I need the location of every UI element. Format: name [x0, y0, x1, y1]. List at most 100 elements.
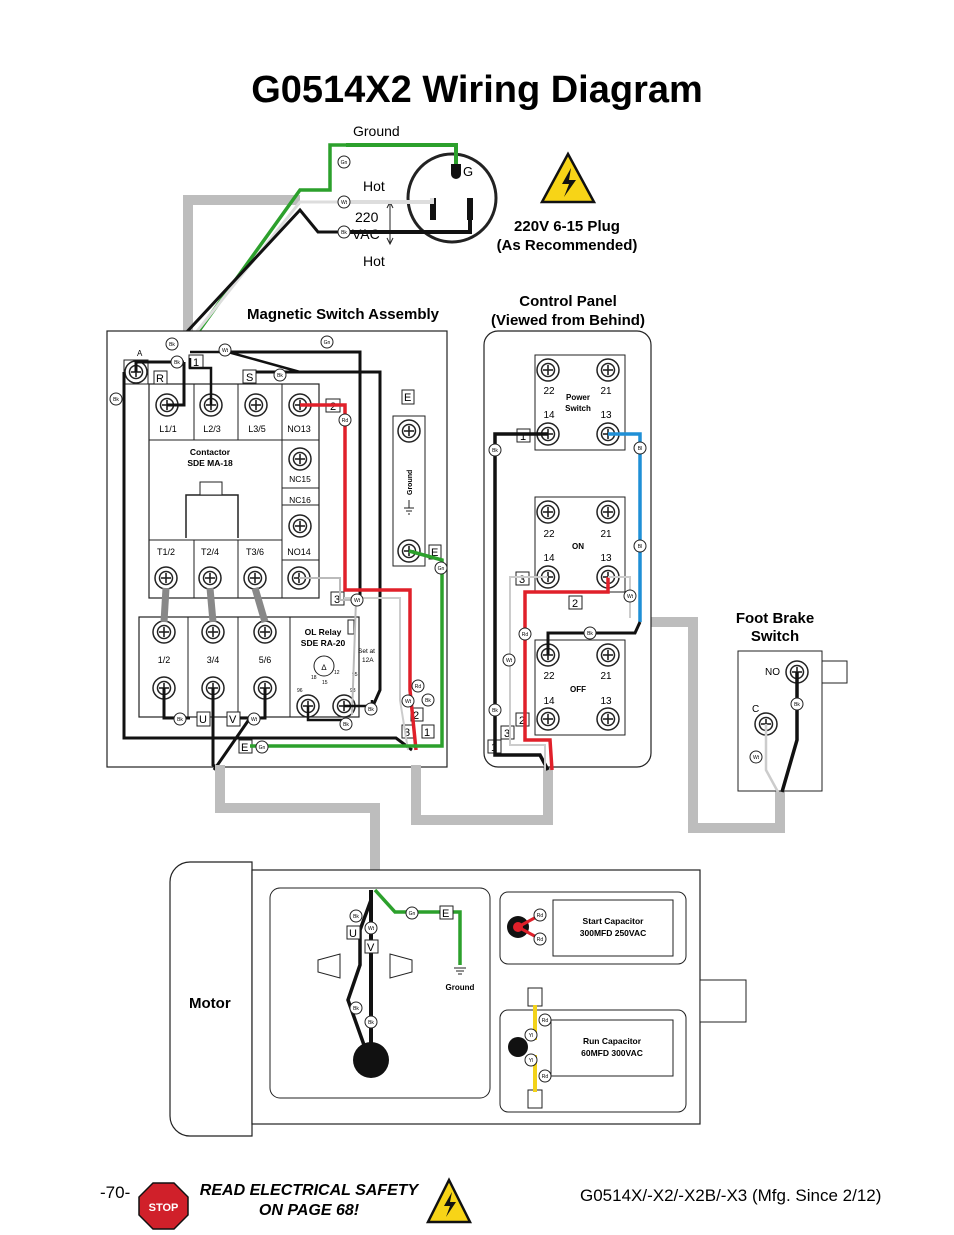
- start-cap-label-box: [552, 899, 674, 957]
- wire-black-loop: [256, 370, 382, 709]
- foot-brake-no: NO: [765, 667, 780, 678]
- wire-tags: Gn Wt Bk Bk Wt Gn Bk Bk Bk Rd Gn Wt Rd W…: [109, 155, 804, 1083]
- stop-icon: STOP: [138, 1182, 189, 1230]
- motor-junction-box: [269, 887, 491, 1099]
- mag-term-3: 3: [334, 594, 340, 606]
- mag-term-u: U: [199, 714, 207, 726]
- page-number: -70-: [100, 1183, 130, 1202]
- plug-section: G Ground Hot 220 VAC Hot 220V 6-15 Plug …: [346, 123, 637, 269]
- safety-notice-line2: ON PAGE 68!: [259, 1202, 360, 1219]
- tag-bk-plug: Bk: [337, 225, 351, 239]
- foot-switch-cable: [640, 617, 785, 833]
- tag-rd-run2: Rd: [538, 1069, 552, 1083]
- plug-hot-bottom-label: Hot: [363, 253, 385, 269]
- cp-wire-white: [509, 576, 631, 770]
- tag-bk-r: Bk: [170, 355, 184, 369]
- mag-bottom-3: 3: [404, 727, 410, 739]
- relay-name-line1: OL Relay: [305, 627, 342, 637]
- cp-wire-red: [523, 577, 610, 771]
- off-13: 13: [600, 696, 612, 707]
- svg-text:Bk: Bk: [794, 702, 800, 708]
- plug-hot-wire-white: [346, 198, 434, 204]
- svg-text:Wt: Wt: [506, 658, 513, 664]
- tag-bk-a: Bk: [165, 337, 179, 351]
- plug-caption-line2: (As Recommended): [497, 237, 638, 254]
- cp-tag-2-low: 2: [519, 715, 525, 727]
- mag-term-2: 2: [330, 401, 336, 413]
- footer-warning-icon: [425, 1177, 473, 1224]
- cp-tag-2-mid: 2: [572, 598, 578, 610]
- run-cap-terminal: [508, 1037, 528, 1057]
- plug-ground-wire: [346, 143, 458, 164]
- foot-brake-wire-black: [780, 672, 799, 793]
- relay-term-95: 95: [352, 672, 358, 678]
- svg-text:Yl: Yl: [529, 1058, 533, 1064]
- wire-nut-right: [389, 953, 413, 979]
- svg-text:Bl: Bl: [638, 446, 642, 452]
- svg-text:Wt: Wt: [405, 699, 412, 705]
- plug-ground-pin: [451, 164, 461, 179]
- ps-13: 13: [600, 410, 612, 421]
- nc15-label: NC15: [289, 474, 311, 484]
- cp-tag-1: 1: [520, 431, 526, 443]
- svg-text:Bl: Bl: [638, 544, 642, 550]
- svg-text:Wt: Wt: [222, 348, 229, 354]
- svg-text:Gn: Gn: [409, 911, 416, 917]
- tag-gn-e: Gn: [255, 740, 269, 754]
- plug-caption-line1: 220V 6-15 Plug: [514, 218, 620, 235]
- svg-text:Bk: Bk: [343, 722, 349, 728]
- tag-bk-low: Bk: [421, 693, 435, 707]
- foot-brake-wire-white: [764, 724, 780, 793]
- mag-term-s: S: [246, 372, 253, 384]
- ground-e-top: E: [404, 392, 411, 404]
- wire-black-a-down: [122, 372, 413, 752]
- motor: Motor Ground U V E Start Capacitor 300MF…: [169, 861, 747, 1137]
- power-cord-cable: [183, 195, 300, 335]
- contactor-name-line2: SDE MA-18: [187, 458, 233, 468]
- motor-ground-label: Ground: [446, 983, 475, 992]
- run-cap-line1: Run Capacitor: [583, 1036, 642, 1046]
- svg-text:Rd: Rd: [537, 937, 544, 943]
- contactor-top-label-1: L2/3: [203, 424, 221, 434]
- page-title: G0514X2 Wiring Diagram: [251, 69, 703, 111]
- set-at-line2: 12A: [362, 657, 374, 664]
- tag-wt-foot: Wt: [749, 750, 763, 764]
- tag-bk-motor3: Bk: [364, 1015, 378, 1029]
- cp-wire-black-1: [493, 432, 550, 771]
- svg-text:Bk: Bk: [177, 717, 183, 723]
- svg-text:Bk: Bk: [353, 1006, 359, 1012]
- nc16-label: NC16: [289, 495, 311, 505]
- tag-bk-motor1: Bk: [349, 909, 363, 923]
- wire-black-l3: [225, 350, 362, 595]
- mag-term-r: R: [156, 373, 164, 385]
- contactor-bottom-label-3: NO14: [287, 547, 311, 557]
- wire-nut-left: [317, 953, 341, 979]
- contactor-top-label-3: NO13: [287, 424, 311, 434]
- relay-name-line2: SDE RA-20: [301, 638, 346, 648]
- tag-yl-run1: Yl: [524, 1028, 538, 1042]
- contactor-top-label-2: L3/5: [248, 424, 266, 434]
- tag-yl-run2: Yl: [524, 1053, 538, 1067]
- foot-brake-body: [737, 650, 823, 792]
- tag-bk-s: Bk: [273, 368, 287, 382]
- tag-bl-ps: Bl: [633, 441, 647, 455]
- foot-brake-title-line2: Switch: [751, 628, 799, 645]
- relay-term-96: 96: [297, 688, 303, 694]
- tag-rd-start1: Rd: [533, 908, 547, 922]
- tag-wt-motor: Wt: [364, 921, 378, 935]
- plug-ground-label: Ground: [353, 123, 400, 139]
- relay-dial: [313, 655, 335, 677]
- tag-rd-no13: Rd: [338, 413, 352, 427]
- warning-icon: [539, 151, 597, 204]
- off-14: 14: [543, 696, 555, 707]
- wire-ground-e: [250, 549, 444, 748]
- on-21: 21: [600, 529, 612, 540]
- control-panel: Control Panel (Viewed from Behind) 22 21…: [483, 293, 652, 771]
- relay-terminal-0: 1/2: [158, 655, 171, 665]
- plug-hot-wire-black: [346, 220, 472, 234]
- on-label: ON: [572, 542, 584, 551]
- relay-dial-12: 12: [334, 670, 340, 676]
- ground-bar-label: Ground: [407, 470, 414, 495]
- motor-shaft: [699, 979, 747, 1023]
- run-cap-label-box: [550, 1019, 674, 1077]
